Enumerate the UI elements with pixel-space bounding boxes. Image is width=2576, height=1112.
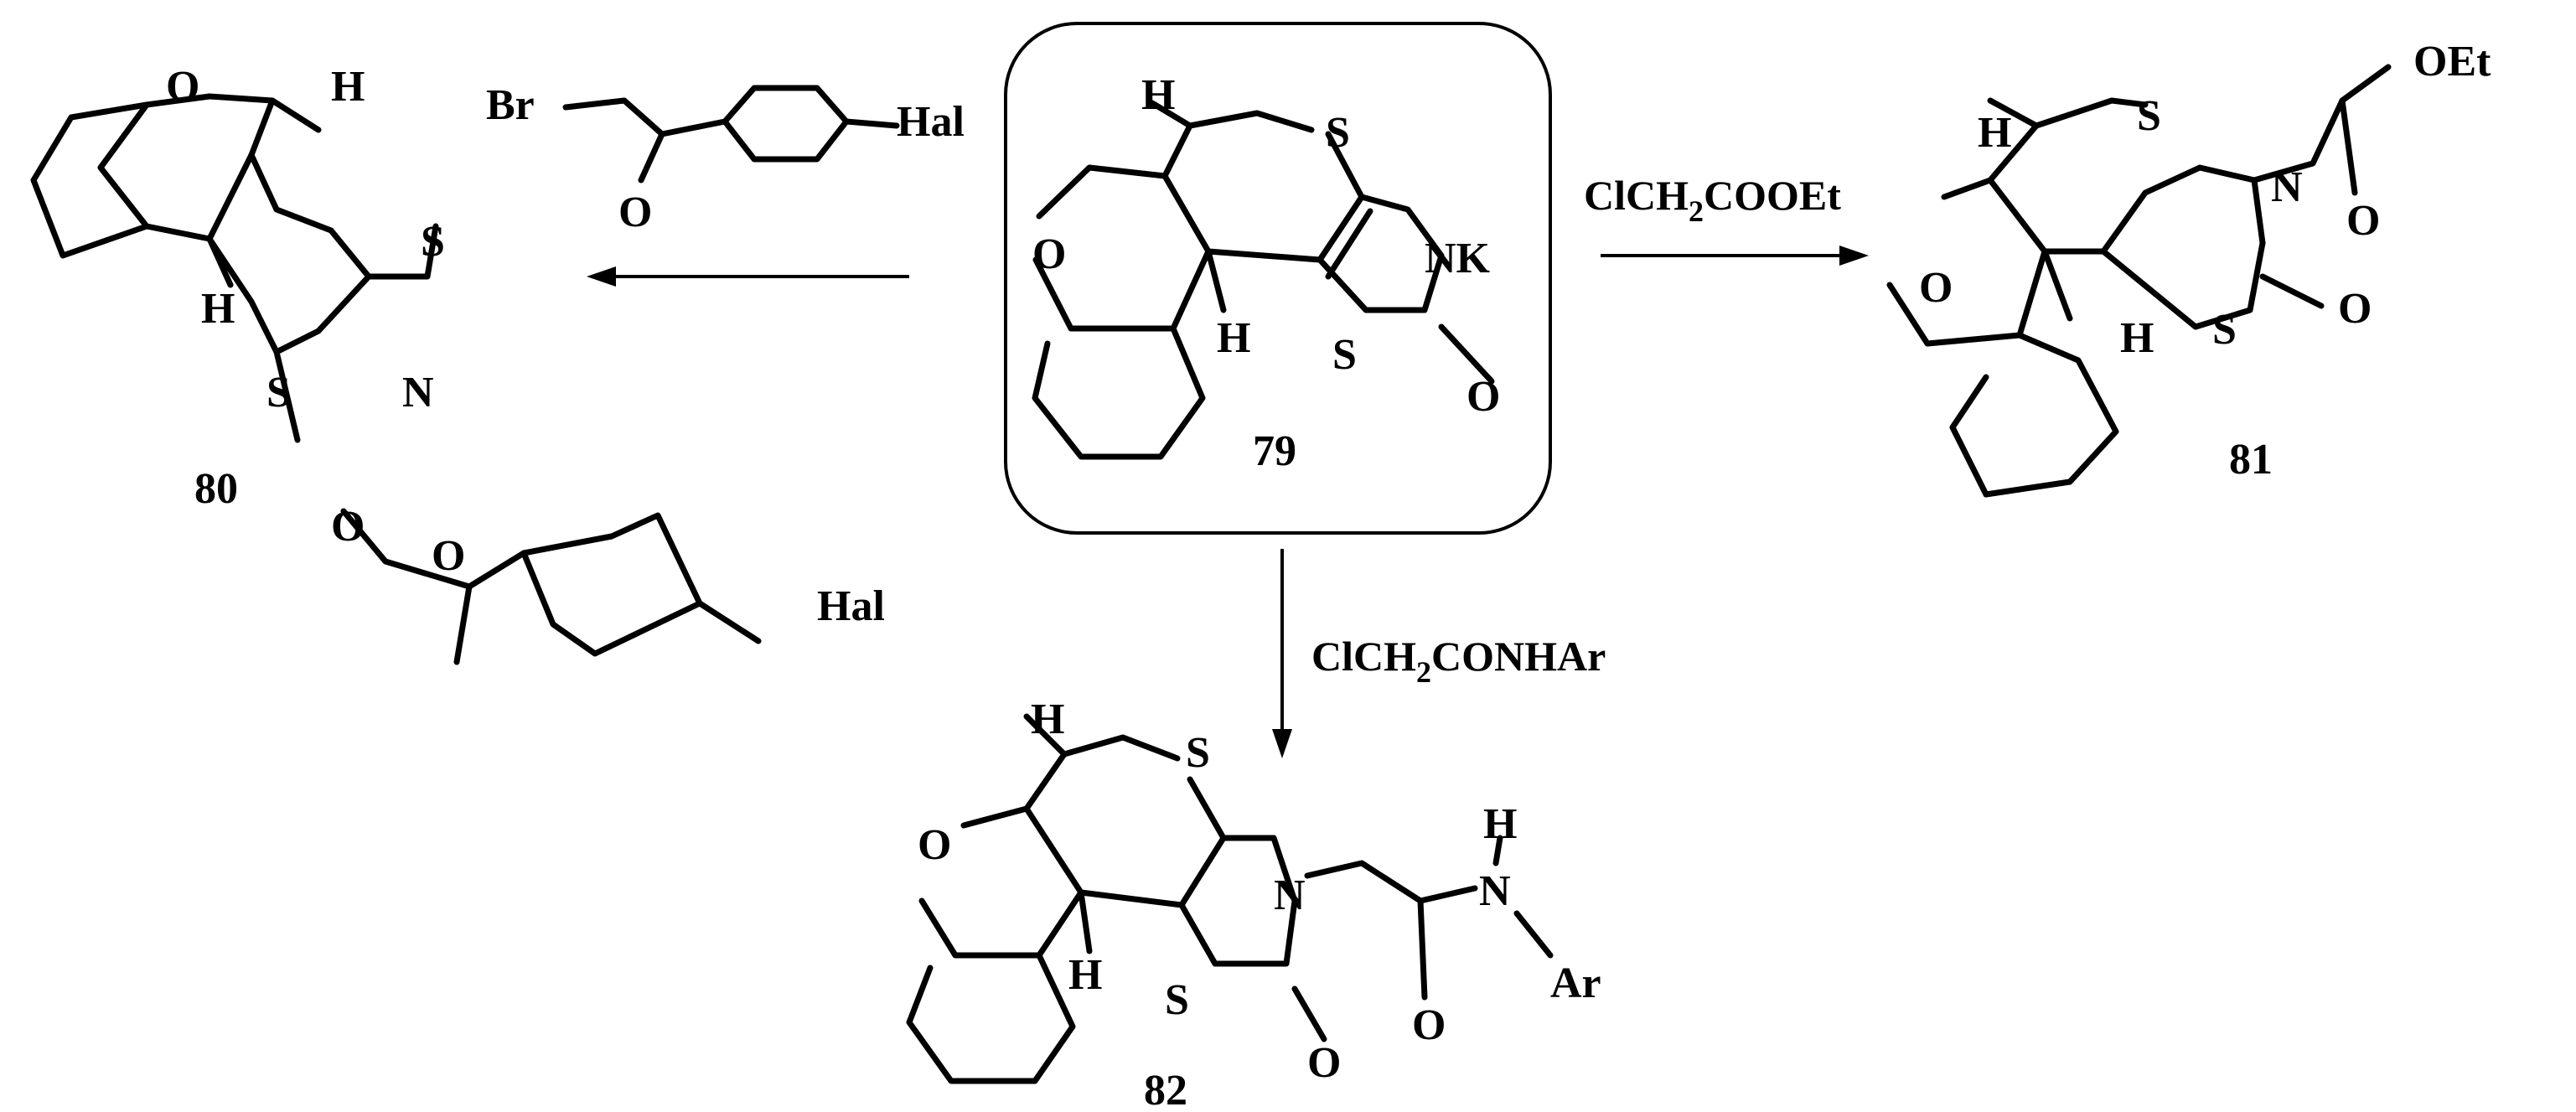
- compound-82-nh-h: H: [1483, 800, 1517, 848]
- compound-80: O H S H S N O O Hal 80: [30, 63, 885, 665]
- reagent-chloroamide-label: ClCH2CONHAr: [1311, 633, 1606, 689]
- compound-81-o-carbonyl: O: [2338, 285, 2372, 333]
- compound-81-o-ester: O: [2346, 197, 2380, 245]
- compound-79-nk: NK: [1425, 235, 1491, 282]
- compound-82-s-ring: S: [1186, 729, 1210, 777]
- reagent-chloroester-label: ClCH2COOEt: [1584, 172, 1841, 228]
- compound-79-o-pyran: O: [1032, 230, 1066, 278]
- compound-80-h-bottom: H: [201, 285, 235, 333]
- compound-81-s-thiazole: S: [2212, 306, 2237, 354]
- compound-81: H S N OEt O O H S O 81: [1886, 38, 2491, 498]
- compound-82-h-bottom: H: [1068, 951, 1102, 999]
- compound-81-number: 81: [2229, 436, 2273, 484]
- compound-79-number: 79: [1253, 427, 1296, 475]
- reagent-bromoketone: Br O Hal: [486, 81, 965, 236]
- reagent-bromoketone-br: Br: [486, 81, 535, 129]
- compound-82-number: 82: [1144, 1067, 1187, 1112]
- compound-80-o-pyran: O: [166, 63, 199, 111]
- compound-80-number: 80: [194, 465, 238, 513]
- compound-80-n: N: [402, 369, 434, 416]
- compound-81-o-pyran: O: [1919, 264, 1953, 312]
- compound-81-h-top: H: [1978, 109, 2011, 157]
- compound-82-ar: Ar: [1550, 959, 1601, 1007]
- compound-82-nh-n: N: [1479, 867, 1511, 915]
- compound-80-o-carbonyl: O: [331, 503, 365, 551]
- compound-81-n: N: [2271, 163, 2303, 211]
- arrow-to-80: [587, 266, 909, 287]
- compound-82-o-carbonyl: O: [1307, 1039, 1341, 1087]
- compound-82-o-amide: O: [1412, 1001, 1446, 1049]
- compound-82-s-thiazole: S: [1165, 976, 1189, 1024]
- arrow-to-82: [1272, 549, 1292, 758]
- arrow-to-81: [1601, 246, 1869, 266]
- compound-79-h-top: H: [1141, 71, 1175, 119]
- compound-79-o-carbonyl: O: [1466, 373, 1500, 421]
- compound-82-n: N: [1274, 871, 1306, 919]
- compound-82: H S O H S N O O H N Ar 82: [906, 696, 1601, 1112]
- reagent-bromoketone-hal: Hal: [897, 98, 965, 146]
- reagent-chloroester: ClCH2COOEt: [1584, 172, 1841, 228]
- compound-80-s-ring: S: [421, 218, 445, 266]
- compound-82-o-pyran: O: [918, 821, 951, 869]
- compound-79: H S NK O H S O 79: [1032, 71, 1500, 475]
- compound-80-hal: Hal: [817, 582, 885, 630]
- compound-82-h-top: H: [1031, 696, 1064, 743]
- compound-79-box: [1004, 22, 1552, 535]
- compound-79-s-thiazole: S: [1332, 331, 1357, 379]
- compound-80-s-thiazole: S: [266, 369, 291, 416]
- reagent-bromoketone-o: O: [618, 189, 652, 236]
- compound-81-s-ring: S: [2137, 92, 2161, 140]
- compound-81-h-bottom: H: [2120, 314, 2154, 362]
- compound-79-s-ring: S: [1326, 109, 1350, 157]
- reagent-chloroamide: ClCH2CONHAr: [1311, 633, 1606, 689]
- compound-81-oet: OEt: [2413, 38, 2491, 85]
- compound-80-h-top: H: [331, 63, 365, 111]
- compound-79-h-bottom: H: [1217, 314, 1250, 362]
- compound-80-o-ketone: O: [432, 532, 465, 580]
